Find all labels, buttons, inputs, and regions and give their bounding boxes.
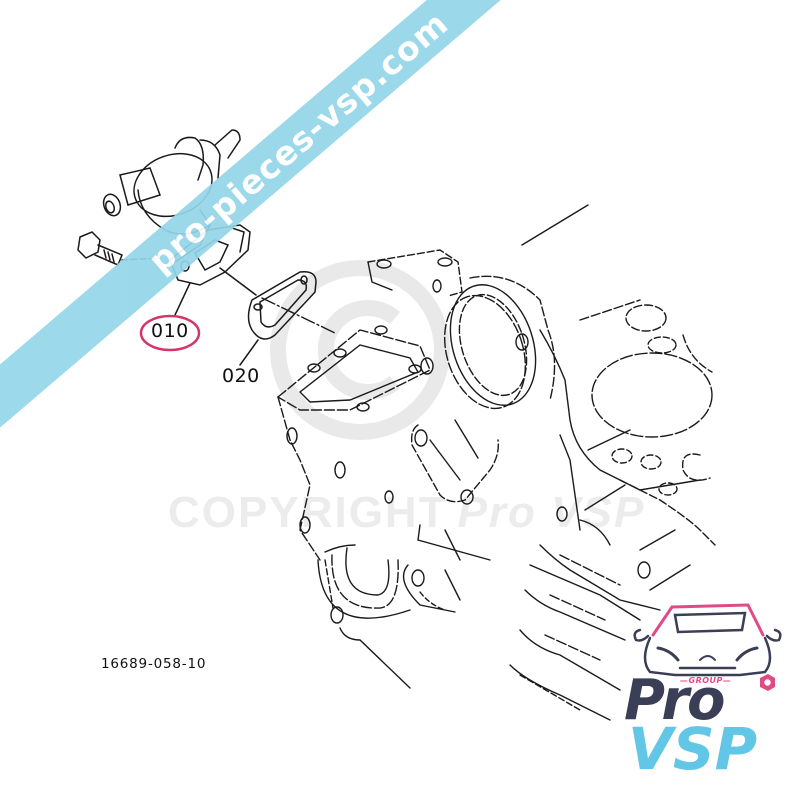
logo-pro-text: Pro [624,668,725,733]
logo-vsp-text: VSP [628,715,758,783]
callout-010-highlight [139,314,201,352]
callout-020: 020 [222,365,260,387]
logo-group-label: —GROUP— [680,676,732,685]
callout-010: 010 [151,320,189,342]
part-number: 16689-058-10 [101,656,207,672]
copyright-text: COPYRIGHT [168,488,448,537]
copyright-brand: Pro VSP [457,488,646,537]
car-logo-icon [633,603,782,691]
